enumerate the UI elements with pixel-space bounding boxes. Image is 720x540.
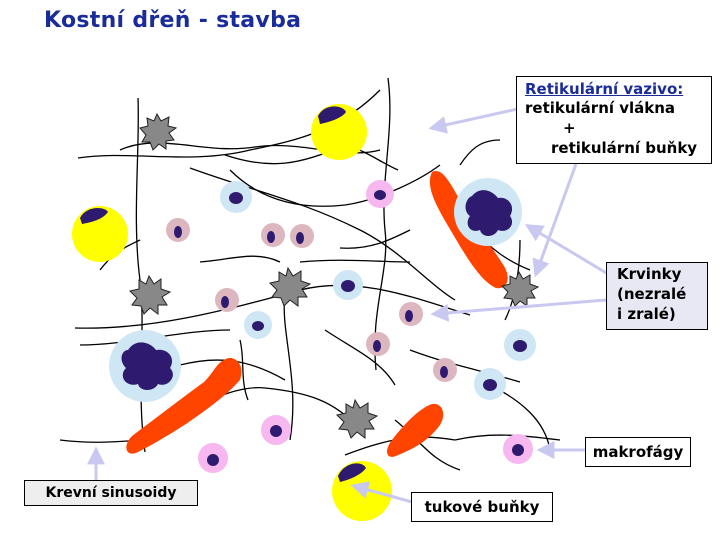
blood-cell-icon — [261, 223, 285, 247]
blood-cell-icon — [261, 415, 291, 445]
blood-cells-line1: Krvinky — [617, 265, 682, 283]
blood-cell-icon — [504, 329, 536, 361]
blood-cell-icon — [215, 288, 239, 312]
megakaryocyte-icon — [454, 178, 522, 246]
blood-cell-icon — [333, 270, 363, 300]
pointer-arrows — [87, 106, 609, 504]
reticular-cells-text: retikulární buňky — [551, 139, 698, 157]
megakaryocyte-icon — [109, 330, 181, 402]
macrophages-label: makrofágy — [585, 437, 691, 467]
blood-cell-icon — [433, 358, 457, 382]
blood-cell-icon — [399, 302, 423, 326]
blood-cell-icon — [474, 368, 506, 400]
blood-cell-icon — [198, 443, 228, 473]
fat-cell-icon — [72, 206, 128, 262]
blood-cells-label: Krvinky (nezralé i zralé) — [606, 262, 708, 330]
blood-cell-icon — [366, 180, 394, 208]
reticular-plus-text: + — [563, 119, 576, 137]
blood-cell-icon — [290, 224, 314, 248]
blood-cell-icon — [366, 332, 390, 356]
macrophage-icon — [129, 274, 172, 315]
reticular-fibers-text: retikulární vlákna — [525, 99, 676, 117]
blood-cell-icon — [244, 311, 272, 339]
fat-cell-icon — [332, 461, 392, 521]
macrophage-icon — [501, 270, 540, 307]
macrophage-icon — [269, 266, 312, 307]
blood-cell-icon — [503, 434, 533, 464]
blood-cells-line3: i zralé) — [617, 305, 676, 323]
reticular-heading: Retikulární vazivo: — [525, 80, 684, 98]
fat-cells-label: tukové buňky — [411, 492, 553, 522]
sinusoids-label: Krevní sinusoidy — [24, 480, 198, 506]
blood-cells-line2: (nezralé — [617, 285, 687, 303]
sinusoid-icon — [387, 403, 444, 457]
macrophage-icon — [139, 112, 178, 151]
blood-cell-icon — [220, 181, 252, 213]
blood-cell-icon — [166, 218, 190, 242]
sinusoid-icon — [126, 358, 242, 454]
page-title: Kostní dřeň - stavba — [44, 8, 302, 33]
macrophage-icon — [336, 398, 379, 439]
fat-cell-icon — [311, 104, 367, 160]
reticular-tissue-label: Retikulární vazivo: retikulární vlákna +… — [516, 76, 712, 164]
